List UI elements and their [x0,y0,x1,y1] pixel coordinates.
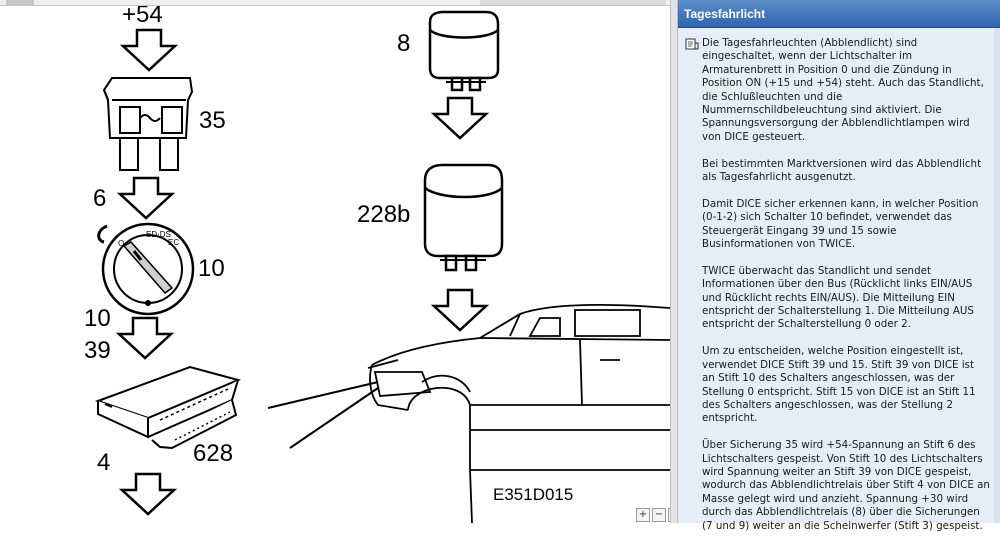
svg-text:EC: EC [168,238,179,247]
panel-header: Tagesfahrlicht [678,0,1000,28]
ecu-628 [95,365,242,450]
arrow-1 [121,28,177,72]
beam-upper [267,381,379,409]
relay-8 [428,10,500,92]
label-relay-8: 8 [397,30,410,57]
arrow-5 [432,96,488,140]
document-icon[interactable] [685,38,699,50]
label-pin-4: 4 [97,449,110,476]
scrollbar-track-segment [480,0,666,5]
paragraph: Um zu entscheiden, welche Position einge… [702,345,976,425]
label-ecu-628: 628 [193,440,233,467]
svg-text:ED·DS: ED·DS [146,230,171,239]
panel-title: Tagesfahrlicht [684,7,766,21]
description-text: Die Tagesfahrleuchten (Abblendlicht) sin… [702,37,990,546]
label-pin-10: 10 [84,305,111,332]
label-fuse-35: 35 [199,107,226,134]
beam-lower [289,387,379,449]
label-pin-39: 39 [84,337,111,364]
arrow-2 [118,176,174,220]
label-pin-6: 6 [93,185,106,212]
arrow-6 [432,288,488,332]
panel-body[interactable]: Die Tagesfahrleuchten (Abblendlicht) sin… [684,33,990,532]
figure-code: E351D015 [493,485,573,504]
arrow-4 [120,472,176,516]
zoom-in-icon[interactable]: + [636,508,650,522]
info-panel: Tagesfahrlicht Die Tagesfahrleuchten (Ab… [678,0,1000,532]
paragraph: Damit DICE sicher erkennen kann, in welc… [702,197,979,251]
diagram-pane[interactable]: ED·DS EC O [0,0,682,524]
scrollbar-thumb[interactable] [6,0,34,5]
svg-text:O: O [118,239,124,248]
paragraph: TWICE überwacht das Standlicht und sende… [702,264,974,331]
fuse-35 [102,77,194,171]
paragraph: Bei bestimmten Marktversionen wird das A… [702,157,982,184]
label-switch-10: 10 [198,255,225,282]
paragraph: Über Sicherung 35 wird +54-Spannung an S… [702,439,990,532]
wiring-diagram: ED·DS EC O [84,1,671,524]
horizontal-scrollbar[interactable] [0,0,678,6]
light-switch: ED·DS EC O [97,222,195,316]
paragraph: Die Tagesfahrleuchten (Abblendlicht) sin… [702,37,984,143]
zoom-out-icon[interactable]: − [652,508,666,522]
panel-scrollbar[interactable] [994,28,1000,523]
car-front [367,304,671,524]
pane-splitter[interactable] [670,0,678,523]
label-relay-228b: 228b [357,201,410,228]
relay-228b [423,163,504,272]
arrow-3 [117,316,173,360]
